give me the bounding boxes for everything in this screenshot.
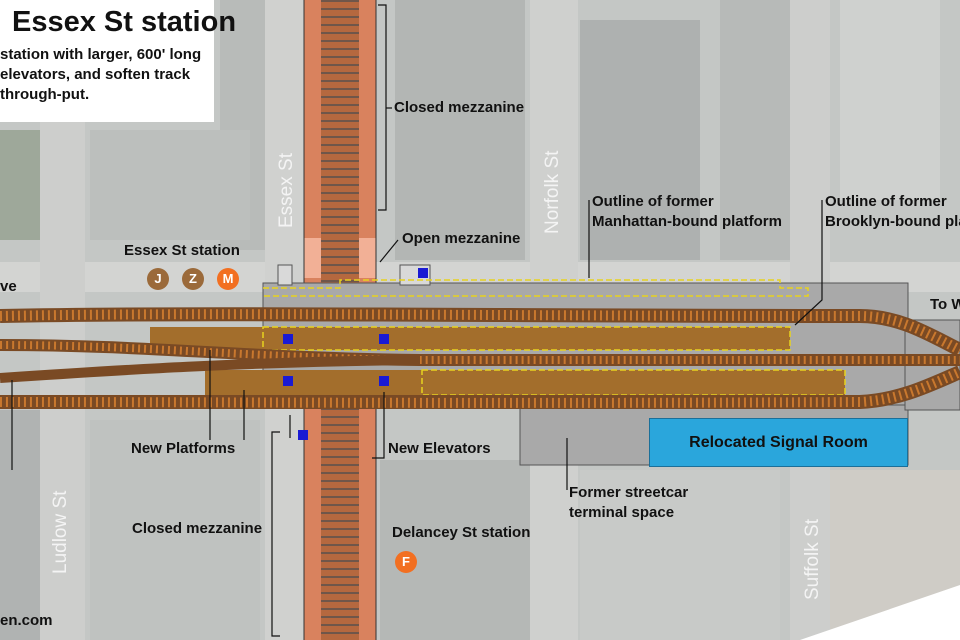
subtitle-line: through-put. <box>0 86 90 103</box>
subtitle-line: elevators, and soften track <box>0 66 191 83</box>
f-line-bullet: F <box>395 551 417 573</box>
j-line-bullet: J <box>147 268 169 290</box>
station-label-essex: Essex St station <box>124 242 240 259</box>
label-former-brooklyn-line1: Outline of former <box>825 193 947 210</box>
station-label-delancey: Delancey St station <box>392 524 531 541</box>
elevator <box>379 334 389 344</box>
label-former-streetcar-line1: Former streetcar <box>569 484 689 501</box>
relocated-signal-room: Relocated Signal Room <box>649 418 908 467</box>
title-box: Essex St station station with larger, 60… <box>0 0 236 122</box>
street-label-ludlow: Ludlow St <box>50 490 71 574</box>
former-platform-outlines <box>262 279 846 396</box>
label-former-manhattan-line2: Manhattan-bound platform <box>592 213 782 230</box>
label-former-manhattan-line1: Outline of former <box>592 193 714 210</box>
elevators <box>283 268 428 440</box>
elevator <box>418 268 428 278</box>
label-new-platforms: New Platforms <box>131 440 236 457</box>
new-platforms <box>150 327 845 395</box>
label-former-streetcar-line2: terminal space <box>569 504 675 521</box>
subtitle-line: station with larger, 600' long <box>0 46 202 63</box>
callout-lines <box>11 4 823 637</box>
street-label-essex: Essex St <box>276 153 297 228</box>
street-label-norfolk: Norfolk St <box>542 150 563 234</box>
credit-text: en.com <box>0 612 53 629</box>
elevator <box>298 430 308 440</box>
street-label-right-edge: To W <box>930 296 960 313</box>
label-open-mezzanine: Open mezzanine <box>402 230 521 247</box>
m-line-bullet: M <box>217 268 239 290</box>
street-label-left-edge: ve <box>0 278 17 295</box>
label-former-brooklyn-line2: Brooklyn-bound pla <box>825 213 960 230</box>
page-title: Essex St station <box>12 6 237 38</box>
tracks <box>0 307 960 410</box>
elevator <box>283 376 293 386</box>
label-new-elevators: New Elevators <box>388 440 491 457</box>
elevator <box>379 376 389 386</box>
z-line-bullet: Z <box>182 268 204 290</box>
label-closed-mezzanine-top: Closed mezzanine <box>394 99 525 116</box>
label-closed-mezzanine-bottom: Closed mezzanine <box>132 520 263 537</box>
street-label-suffolk: Suffolk St <box>802 519 823 600</box>
elevator <box>283 334 293 344</box>
